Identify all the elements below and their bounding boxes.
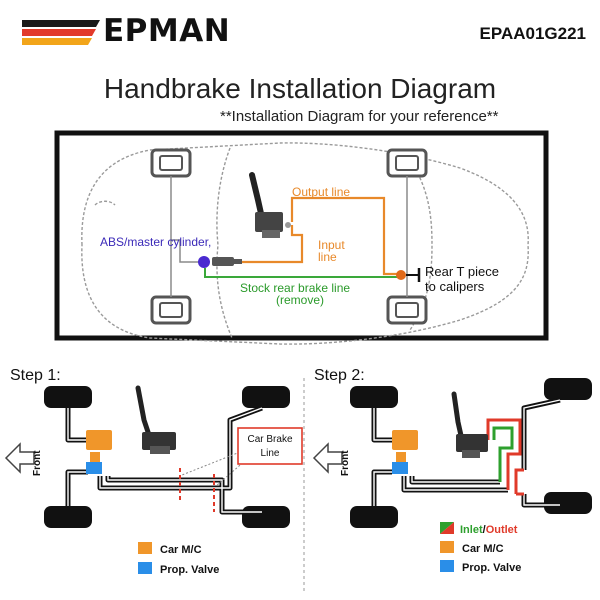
output-line-label: Output line <box>292 185 350 199</box>
input-line-label-2: line <box>318 250 337 264</box>
step1-cut-marks <box>179 468 215 512</box>
step2-legend-mc-swatch <box>440 541 454 553</box>
step1-rear-left-tire-icon <box>242 386 290 408</box>
rear-left-wheel-icon <box>386 148 428 178</box>
step2-rear-right-tire-icon <box>544 492 592 514</box>
step2-rear-left-tire-icon <box>544 378 592 400</box>
step1-prop-valve-icon <box>86 462 102 474</box>
abs-master-cylinder-icon <box>198 256 210 268</box>
step1-front-arrow-icon <box>4 442 35 474</box>
rear-t-label-1: Rear T piece <box>425 264 499 279</box>
step2-tires <box>350 378 592 528</box>
step1-front-left-tire-icon <box>44 386 92 408</box>
page-subtitle: **Installation Diagram for your referenc… <box>220 108 499 125</box>
step1-legend-mc-label: Car M/C <box>160 544 202 556</box>
step2-legend-inlet: Inlet <box>460 524 483 536</box>
step2-legend-valve-label: Prop. Valve <box>462 562 521 574</box>
step1-rear-right-tire-icon <box>242 506 290 528</box>
step1-front-label: Front <box>32 450 43 476</box>
step2-handbrake-icon <box>451 391 488 458</box>
car-outline-icon <box>81 142 529 345</box>
step1-front-right-tire-icon <box>44 506 92 528</box>
step2-master-cylinder-icon <box>392 430 418 450</box>
product-code: EPAA01G221 <box>479 24 586 43</box>
step2-front-arrow-icon <box>312 442 343 474</box>
step1-legend-valve-label: Prop. Valve <box>160 564 219 576</box>
stock-brake-line <box>204 268 397 278</box>
step2-front-left-tire-icon <box>350 386 398 408</box>
rear-t-piece-icon <box>396 268 421 282</box>
step2-legend-outlet: Outlet <box>486 524 518 536</box>
stock-line-label-2: (remove) <box>276 293 324 307</box>
step2-legend-slash: / <box>483 524 486 536</box>
front-left-wheel-icon <box>150 148 192 178</box>
step1-legend-valve-swatch <box>138 562 152 574</box>
brand-stripes <box>22 20 100 45</box>
step2-label: Step 2: <box>314 367 365 384</box>
step1-label: Step 1: <box>10 367 61 384</box>
step2-legend-inlet-outlet-swatch <box>440 522 454 534</box>
step2-inlet-line <box>492 426 514 482</box>
step1-car-brake-line-label-1: Car Brake <box>247 434 292 445</box>
step2-outlet-line <box>486 418 524 496</box>
step2-front-label: Front <box>340 450 351 476</box>
step1-master-cylinder-icon <box>86 430 112 450</box>
step1-car-brake-line-box <box>237 427 303 465</box>
input-line <box>232 225 304 264</box>
stock-line-label-1: Stock rear brake line <box>240 281 350 295</box>
page-title: Handbrake Installation Diagram <box>103 73 497 104</box>
step2-legend-mc-label: Car M/C <box>462 543 504 555</box>
step1-legend-mc-swatch <box>138 542 152 554</box>
abs-label: ABS/master cylinder, <box>100 235 211 249</box>
step1-handbrake-icon <box>135 385 176 454</box>
step2-legend-inlet-outlet-label: Inlet/Outlet <box>460 524 518 536</box>
handbrake-lever-icon <box>249 172 291 238</box>
diagram-frame <box>54 130 549 341</box>
input-line-label-1: Input <box>318 238 345 252</box>
rear-right-wheel-icon <box>386 295 428 325</box>
front-right-wheel-icon <box>150 295 192 325</box>
step2-prop-valve-icon <box>392 462 408 474</box>
step1-car-brake-line-label-2: Line <box>261 448 280 459</box>
brand-logo: EPMAN <box>103 13 231 49</box>
fitting-icon <box>212 257 242 266</box>
output-line <box>290 196 397 276</box>
rear-t-label-2: to calipers <box>425 279 485 294</box>
step2-front-right-tire-icon <box>350 506 398 528</box>
step2-legend-valve-swatch <box>440 560 454 572</box>
